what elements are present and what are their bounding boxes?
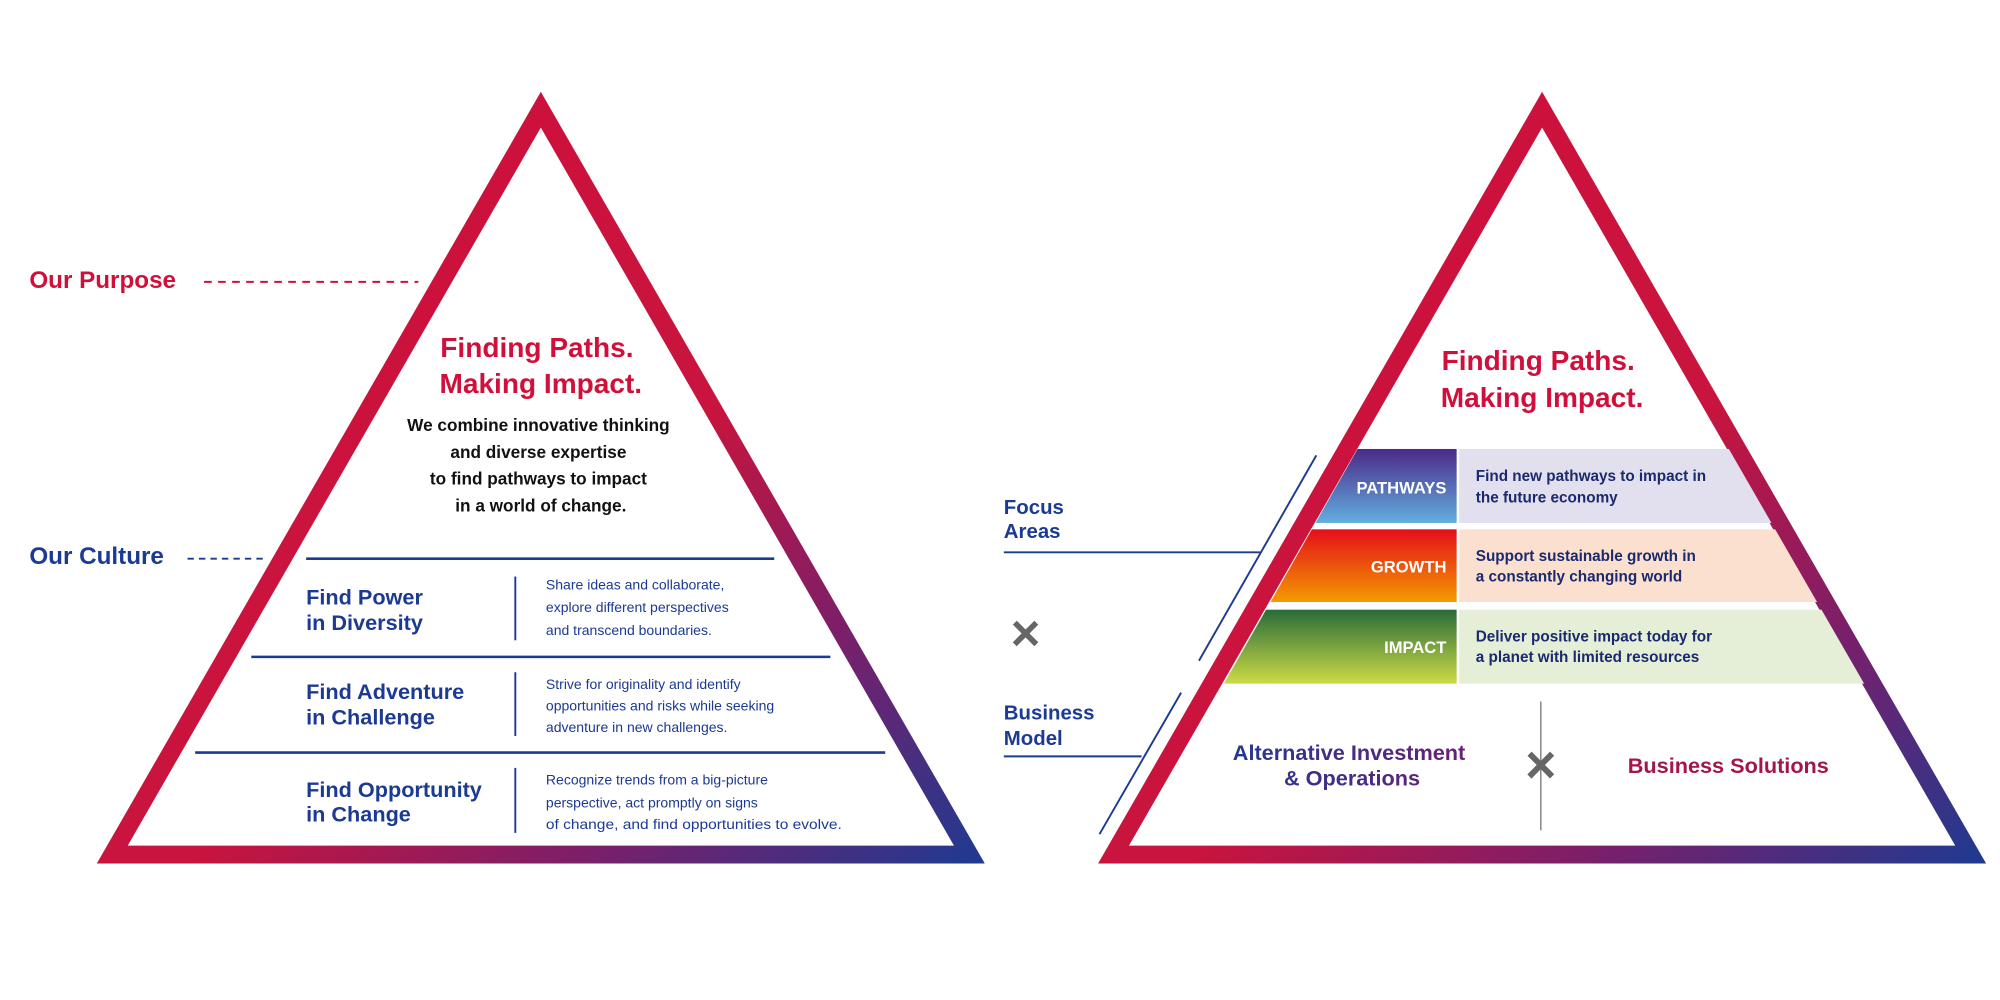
focus-area-growth: GROWTH (1371, 558, 1447, 577)
our-purpose-label: Our Purpose (29, 267, 176, 294)
culture-value-change: Find Opportunity in Change Recognize tre… (306, 767, 842, 833)
impact-desc-band (1459, 609, 1961, 684)
culture-value-challenge: Find Adventure in Challenge Strive for o… (306, 672, 778, 736)
focus-areas-label: Focus Areas (1004, 497, 1070, 543)
business-bracket-line (1098, 692, 1182, 835)
alternative-investment-operations: Alternative Investment & Operations (1233, 740, 1471, 791)
business-model-label: Business Model (1004, 702, 1100, 750)
pyramid-outline (96, 91, 985, 864)
culture-value-diversity: Find Power in Diversity Share ideas and … (306, 576, 733, 641)
purpose-title: Finding Paths. Making Impact. (1441, 345, 1644, 413)
purpose-body: We combine innovative thinking and diver… (407, 415, 674, 515)
times-icon: × (1525, 736, 1556, 795)
focus-area-impact: IMPACT (1384, 638, 1446, 657)
focus-area-description: Find new pathways to impact in the futur… (1476, 468, 1711, 507)
strategy-pyramid: Finding Paths. Making Impact. PATHWAYS G… (1003, 91, 1987, 864)
value-description: Strive for originality and identify oppo… (546, 676, 778, 735)
value-description: Share ideas and collaborate, explore dif… (546, 576, 733, 638)
value-heading: Find Adventure in Challenge (306, 679, 470, 730)
focus-area-pathways: PATHWAYS (1356, 479, 1446, 498)
value-description: Recognize trends from a big-picture pers… (546, 771, 842, 832)
growth-desc-band (1459, 529, 1961, 603)
focus-area-description: Support sustainable growth in a constant… (1476, 548, 1700, 585)
times-icon: × (1011, 605, 1041, 662)
business-solutions: Business Solutions (1628, 753, 1829, 778)
pathways-desc-band (1459, 448, 1961, 523)
focus-area-description: Deliver positive impact today for a plan… (1476, 629, 1717, 666)
culture-pyramid: Our Purpose Finding Paths. Making Impact… (29, 91, 985, 864)
focus-bracket-line (1198, 454, 1318, 662)
value-heading: Find Power in Diversity (306, 585, 429, 636)
purpose-title: Finding Paths. Making Impact. (440, 332, 643, 399)
our-culture-label: Our Culture (29, 543, 164, 570)
value-heading: Find Opportunity in Change (306, 777, 488, 826)
